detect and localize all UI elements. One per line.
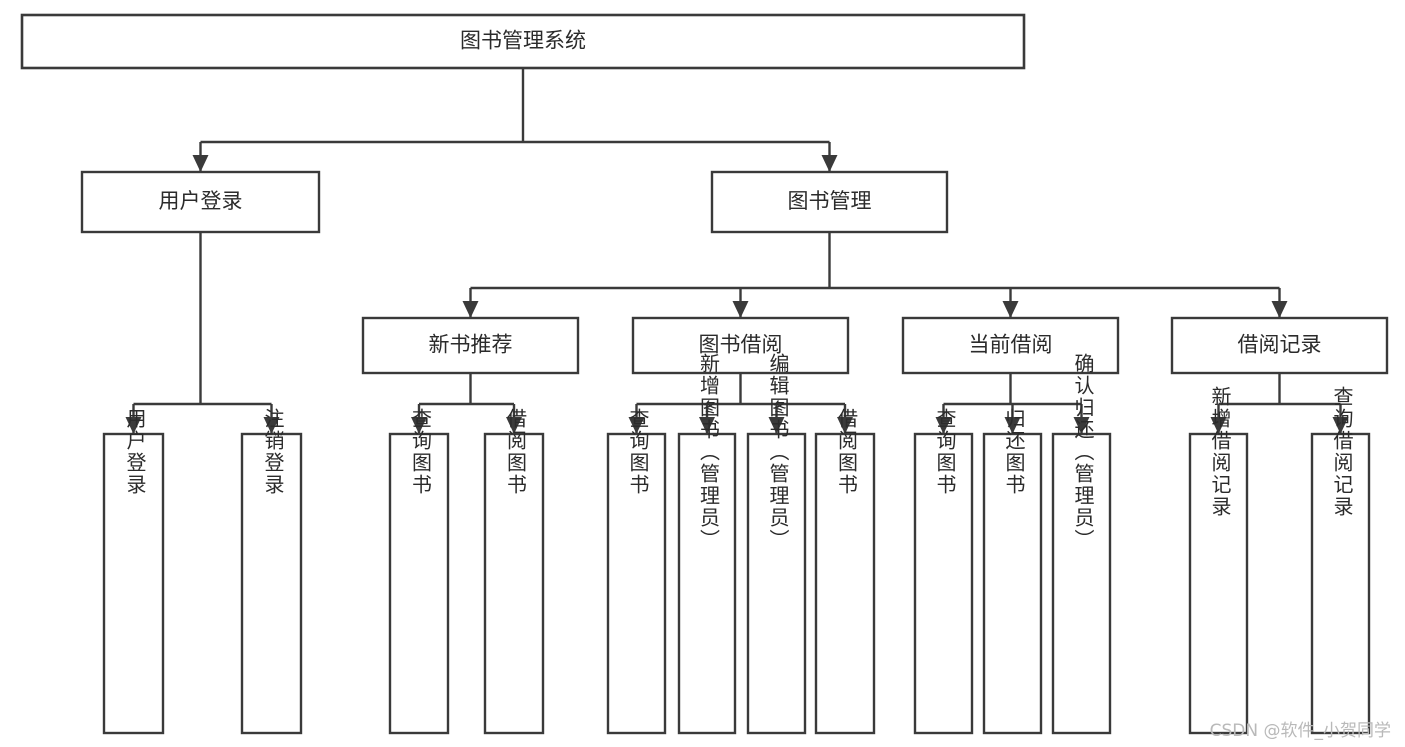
node-box (677, 432, 737, 735)
arrow-head-icon (628, 417, 645, 434)
node-label: 图书借阅 (699, 333, 783, 357)
node-box (483, 432, 545, 735)
node-leaf-query-record[interactable]: 查询借阅记录 (1310, 386, 1371, 735)
node-box (80, 170, 321, 234)
arrow-head-icon (263, 417, 280, 434)
node-label: 借阅记录 (1238, 333, 1322, 357)
node-label: 注销登录 (261, 408, 285, 496)
node-label: 查询借阅记录 (1330, 386, 1354, 518)
edges-layer (125, 68, 1349, 434)
node-leaf-return-book[interactable]: 归还图书 (982, 408, 1043, 735)
node-leaf-add-book[interactable]: 新增图书（管理员） (677, 353, 737, 735)
node-box (102, 432, 165, 735)
arrow-head-icon (506, 417, 522, 434)
node-label: 图书管理 (788, 189, 872, 213)
node-box (746, 432, 807, 735)
node-box (388, 432, 450, 735)
node-box (1051, 432, 1112, 735)
node-label: 图书管理系统 (460, 29, 586, 53)
node-label: 查询图书 (626, 408, 650, 496)
node-label: 新增图书（管理员） (697, 353, 721, 551)
node-leaf-query-book-2[interactable]: 查询图书 (606, 408, 667, 735)
node-new-book-recommend[interactable]: 新书推荐 (361, 316, 580, 375)
node-label: 借阅图书 (504, 408, 528, 496)
arrow-head-icon (935, 417, 952, 434)
arrow-head-icon (462, 301, 479, 318)
node-label: 查询图书 (409, 408, 433, 496)
arrow-head-icon (821, 155, 838, 172)
arrow-head-icon (699, 417, 715, 434)
node-label: 确认归还（管理员） (1071, 353, 1095, 551)
node-label: 用户登录 (123, 408, 147, 496)
arrow-head-icon (125, 417, 142, 434)
node-box (814, 432, 876, 735)
node-current-borrow[interactable]: 当前借阅 (901, 316, 1120, 375)
node-label: 新书推荐 (429, 333, 513, 357)
node-leaf-user-login[interactable]: 用户登录 (102, 408, 165, 735)
arrow-head-icon (1002, 301, 1019, 318)
node-label: 新增借阅记录 (1208, 386, 1232, 518)
node-leaf-edit-book[interactable]: 编辑图书（管理员） (746, 353, 807, 735)
arrow-head-icon (1073, 417, 1090, 434)
node-leaf-confirm-return[interactable]: 确认归还（管理员） (1051, 353, 1112, 735)
node-leaf-query-book-1[interactable]: 查询图书 (388, 408, 450, 735)
arrow-head-icon (411, 417, 427, 434)
node-box (1310, 432, 1371, 735)
node-label: 归还图书 (1002, 408, 1026, 496)
node-book-manage[interactable]: 图书管理 (710, 170, 949, 234)
arrow-head-icon (1332, 417, 1349, 434)
node-box (631, 316, 850, 375)
arrow-head-icon (732, 301, 749, 318)
node-box (913, 432, 974, 735)
node-root[interactable]: 图书管理系统 (20, 13, 1026, 70)
node-borrow-record[interactable]: 借阅记录 (1170, 316, 1389, 375)
node-box (361, 316, 580, 375)
node-box (982, 432, 1043, 735)
node-book-borrow[interactable]: 图书借阅 (631, 316, 850, 375)
node-box (1188, 432, 1249, 735)
node-label: 用户登录 (159, 189, 243, 213)
nodes-layer: 图书管理系统用户登录图书管理新书推荐图书借阅当前借阅借阅记录用户登录注销登录查询… (20, 13, 1389, 735)
arrow-head-icon (1210, 417, 1227, 434)
node-leaf-logout[interactable]: 注销登录 (240, 408, 303, 735)
arrow-head-icon (837, 417, 853, 434)
arrow-head-icon (192, 155, 209, 172)
arrow-head-icon (1271, 301, 1288, 318)
node-leaf-borrow-book-1[interactable]: 借阅图书 (483, 408, 545, 735)
node-box (901, 316, 1120, 375)
node-label: 编辑图书（管理员） (766, 353, 790, 551)
arrow-head-icon (1004, 417, 1021, 434)
node-box (20, 13, 1026, 70)
csdn-watermark: CSDN @软件_小贺同学 (1209, 721, 1391, 741)
node-leaf-query-book-3[interactable]: 查询图书 (913, 408, 974, 735)
node-label: 查询图书 (933, 408, 957, 496)
node-leaf-borrow-book-2[interactable]: 借阅图书 (814, 408, 876, 735)
node-user-login[interactable]: 用户登录 (80, 170, 321, 234)
node-box (710, 170, 949, 234)
node-box (1170, 316, 1389, 375)
node-label: 当前借阅 (969, 333, 1053, 357)
node-box (240, 432, 303, 735)
node-label: 借阅图书 (835, 408, 859, 496)
node-box (606, 432, 667, 735)
node-leaf-add-record[interactable]: 新增借阅记录 (1188, 386, 1249, 735)
arrow-head-icon (768, 417, 785, 434)
